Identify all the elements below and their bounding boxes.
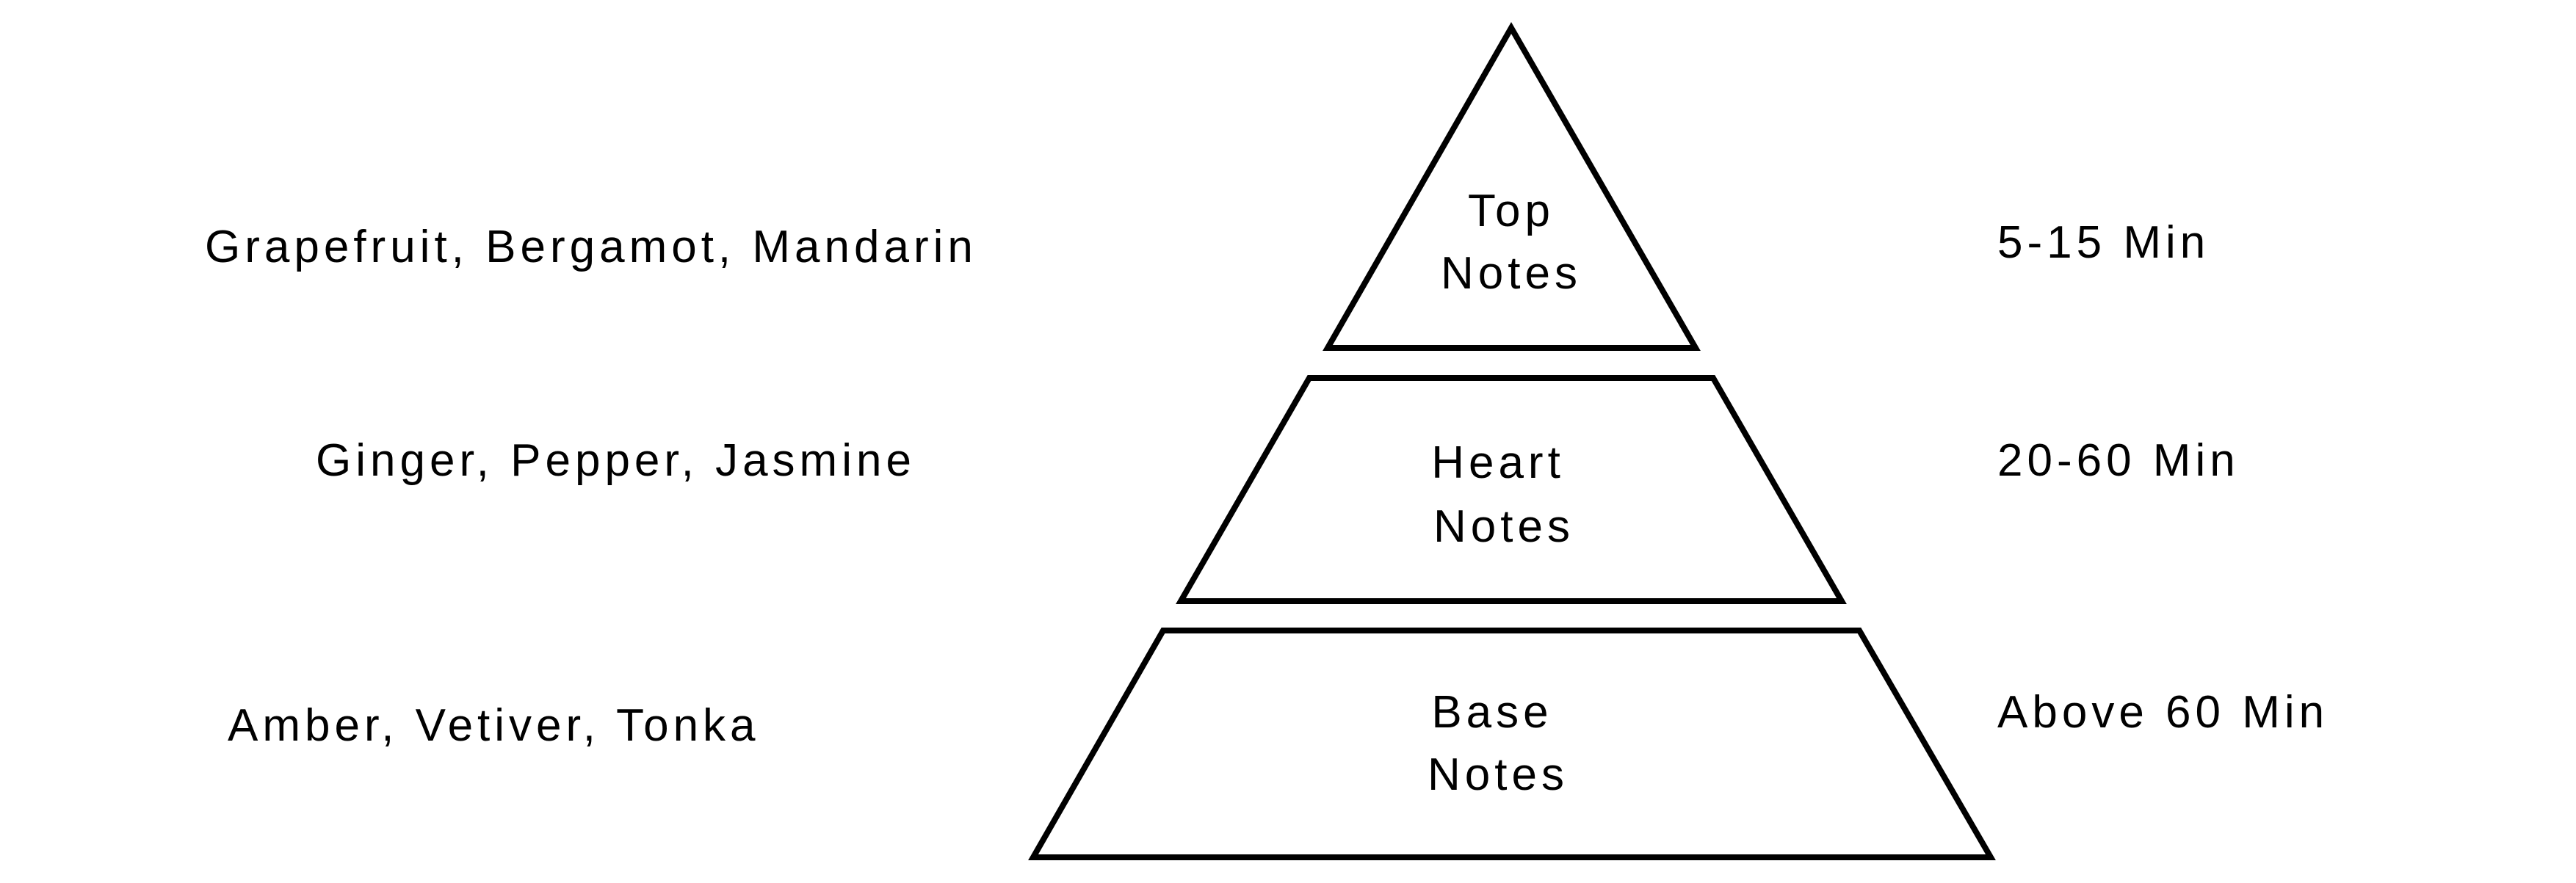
base-notes-duration: Above 60 Min — [1997, 687, 2329, 738]
heart-notes-trapezoid — [1176, 375, 1847, 604]
top-notes-duration: 5-15 Min — [1997, 217, 2210, 268]
heart-notes-label-line2: Notes — [1433, 501, 1574, 552]
base-notes-label-line2: Notes — [1428, 749, 1569, 800]
top-notes-triangle — [1323, 21, 1701, 351]
base-notes-ingredients: Amber, Vetiver, Tonka — [228, 700, 760, 751]
top-notes-label-line1: Top — [1468, 186, 1555, 236]
heart-notes-label-line1: Heart — [1431, 437, 1565, 488]
top-notes-ingredients: Grapefruit, Bergamot, Mandarin — [205, 222, 977, 272]
top-notes-label-line2: Notes — [1441, 248, 1582, 299]
base-notes-trapezoid — [1028, 628, 1996, 860]
heart-notes-ingredients: Ginger, Pepper, Jasmine — [316, 435, 916, 486]
base-notes-label-line1: Base — [1431, 687, 1552, 738]
heart-notes-duration: 20-60 Min — [1997, 435, 2240, 486]
